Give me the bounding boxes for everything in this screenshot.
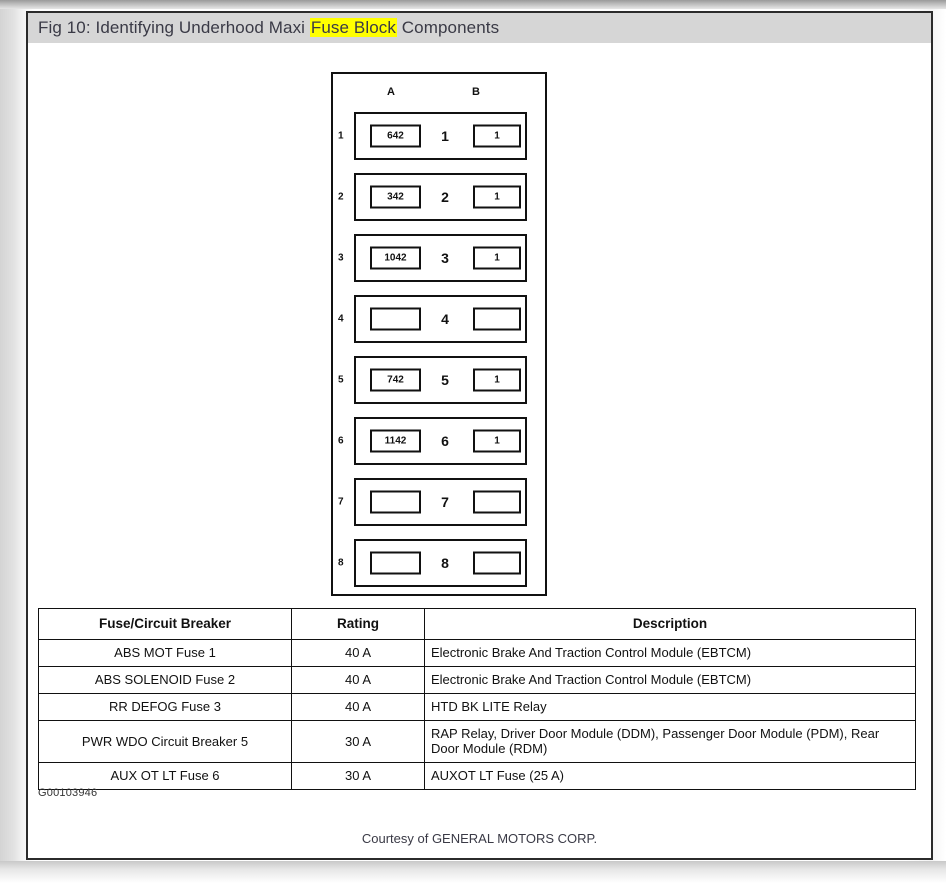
backdrop-bottom-shadow: [0, 861, 946, 886]
cell-fuse-name: AUX OT LT Fuse 6: [38, 762, 292, 791]
cell-description: AUXOT LT Fuse (25 A): [424, 762, 916, 791]
spec-table-head: Fuse/Circuit Breaker Rating Description: [38, 608, 916, 640]
cell-rating: 30 A: [291, 719, 425, 764]
fuse-slot-a: 1142: [370, 429, 421, 453]
fuse-slot-middle-number: 6: [441, 433, 449, 449]
cell-description: HTD BK LITE Relay: [424, 692, 916, 721]
fuse-row: 6 1142 6 1: [338, 417, 527, 465]
fuse-slot-middle-number: 1: [441, 128, 449, 144]
cell-rating: 40 A: [291, 692, 425, 721]
cell-description: Electronic Brake And Traction Control Mo…: [424, 665, 916, 694]
fuse-slot-a: [370, 551, 421, 575]
fuse-slot-b: 1: [473, 368, 521, 392]
fuse-slot-b: 1: [473, 185, 521, 209]
fuse-slot-b: 1: [473, 429, 521, 453]
courtesy-line: Courtesy of GENERAL MOTORS CORP.: [361, 831, 598, 846]
fuse-row-number: 4: [338, 313, 344, 325]
column-header-b: B: [472, 86, 480, 98]
fuse-slot-middle-number: 4: [441, 311, 449, 327]
fuse-slot-a: 342: [370, 185, 421, 209]
fuse-slot-a: 742: [370, 368, 421, 392]
fuse-row-number: 7: [338, 496, 344, 508]
fuse-row-number: 5: [338, 374, 344, 386]
caption-highlight: Fuse Block: [309, 18, 397, 37]
fuse-slot-a: [370, 490, 421, 514]
fuse-slot-b: [473, 307, 521, 331]
cell-fuse-name: ABS SOLENOID Fuse 2: [38, 665, 292, 694]
fuse-spec-table: Fuse/Circuit Breaker Rating Description …: [38, 608, 916, 791]
col-header-fuse-circuit-breaker: Fuse/Circuit Breaker: [38, 608, 292, 640]
fuse-slot-b: 1: [473, 124, 521, 148]
column-header-a: A: [387, 86, 395, 98]
fuse-row-number: 6: [338, 435, 344, 447]
fuse-row: 3 1042 3 1: [338, 234, 527, 282]
document-sheet: Fig 10: Identifying Underhood Maxi Fuse …: [26, 11, 933, 860]
fuse-slot-middle-number: 7: [441, 494, 449, 510]
col-header-rating: Rating: [291, 608, 425, 640]
cell-description: RAP Relay, Driver Door Module (DDM), Pas…: [424, 719, 916, 764]
fuse-row: 2 342 2 1: [338, 173, 527, 221]
cell-description: Electronic Brake And Traction Control Mo…: [424, 639, 916, 667]
cell-rating: 40 A: [291, 665, 425, 694]
cell-fuse-name: ABS MOT Fuse 1: [38, 639, 292, 667]
fuse-row-number: 1: [338, 130, 344, 142]
cell-fuse-name: PWR WDO Circuit Breaker 5: [38, 719, 292, 764]
backdrop-top-edge: [0, 0, 946, 9]
col-header-description: Description: [424, 608, 916, 640]
caption-suffix: Components: [396, 18, 500, 37]
fuse-slot-a: 1042: [370, 246, 421, 270]
fuse-row-number: 2: [338, 191, 344, 203]
cell-rating: 40 A: [291, 639, 425, 667]
fuse-slot-b: [473, 551, 521, 575]
fuse-slot-middle-number: 8: [441, 555, 449, 571]
fuse-row-number: 8: [338, 557, 344, 569]
fuse-row-number: 3: [338, 252, 344, 264]
caption-prefix: Fig 10: Identifying Underhood Maxi: [38, 18, 310, 37]
fuse-row: 1 642 1 1: [338, 112, 527, 160]
spec-table-header-row: Fuse/Circuit Breaker Rating Description: [38, 608, 916, 640]
figure-id-label: G00103946: [38, 787, 98, 799]
fuse-slot-middle-number: 5: [441, 372, 449, 388]
fuse-slot-a: 642: [370, 124, 421, 148]
fuse-row: 5 742 5 1: [338, 356, 527, 404]
fuse-slot-middle-number: 2: [441, 189, 449, 205]
fuse-slot-b: 1: [473, 246, 521, 270]
cell-rating: 30 A: [291, 762, 425, 791]
page-title: Fig 10: Identifying Underhood Maxi Fuse …: [28, 18, 499, 38]
fuse-slot-middle-number: 3: [441, 250, 449, 266]
figure-caption-bar: Fig 10: Identifying Underhood Maxi Fuse …: [28, 13, 931, 43]
fuse-slot-a: [370, 307, 421, 331]
fuse-slot-b: [473, 490, 521, 514]
cell-fuse-name: RR DEFOG Fuse 3: [38, 692, 292, 721]
